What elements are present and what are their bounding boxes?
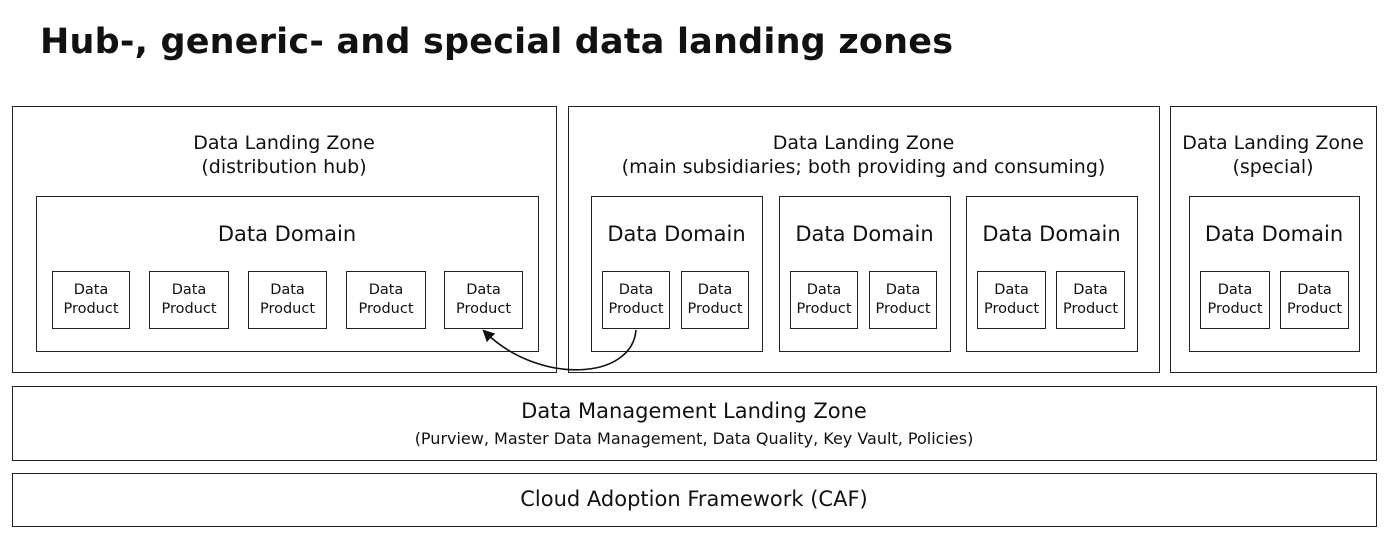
- data-product: Data Product: [1280, 271, 1349, 329]
- product-label-line2: Product: [358, 301, 414, 317]
- product-label-line2: Product: [1286, 301, 1343, 317]
- landing-zone-special: Data Landing Zone (special) Data Domain …: [1170, 106, 1377, 373]
- data-management-landing-zone: Data Management Landing Zone (Purview, M…: [12, 386, 1377, 461]
- flow-arrow-path: [482, 329, 637, 371]
- management-subtitle: (Purview, Master Data Management, Data Q…: [414, 429, 974, 448]
- data-domain-main-2: Data Domain Data Product Data Product: [779, 196, 951, 352]
- data-product: Data Product: [869, 271, 937, 329]
- product-label-line2: Product: [259, 301, 316, 317]
- data-product: Data Product: [149, 271, 229, 329]
- product-label-line1: Data: [73, 282, 109, 298]
- product-label-line2: Product: [875, 301, 931, 317]
- zone-main-heading: Data Landing Zone (main subsidiaries; bo…: [569, 131, 1158, 179]
- page-title: Hub-, generic- and special data landing …: [40, 22, 954, 62]
- zone-special-heading: Data Landing Zone (special): [1171, 131, 1375, 179]
- product-label-line1: Data: [618, 282, 654, 298]
- zone-hub-heading: Data Landing Zone (distribution hub): [13, 131, 555, 179]
- product-label-line2: Product: [1062, 301, 1119, 317]
- data-product: Data Product: [790, 271, 858, 329]
- domain-title: Data Domain: [607, 222, 746, 246]
- data-product-source: Data Product: [602, 271, 670, 329]
- landing-zone-hub: Data Landing Zone (distribution hub) Dat…: [12, 106, 557, 373]
- data-product: Data Product: [52, 271, 130, 329]
- management-title: Data Management Landing Zone: [521, 399, 867, 423]
- product-label-line1: Data: [1297, 282, 1332, 298]
- product-label-line2: Product: [687, 301, 743, 317]
- product-label-line2: Product: [983, 301, 1040, 317]
- product-label-line1: Data: [994, 282, 1029, 298]
- data-domain-special: Data Domain Data Product Data Product: [1189, 196, 1360, 352]
- product-label-line2: Product: [796, 301, 852, 317]
- data-product: Data Product: [977, 271, 1046, 329]
- product-label-line1: Data: [466, 282, 501, 298]
- cloud-adoption-framework: Cloud Adoption Framework (CAF): [12, 473, 1377, 527]
- domain-title: Data Domain: [982, 222, 1121, 246]
- product-label-line2: Product: [608, 301, 664, 317]
- product-label-line1: Data: [368, 282, 404, 298]
- domain-title: Data Domain: [1204, 222, 1344, 246]
- product-label-line1: Data: [806, 282, 842, 298]
- data-product: Data Product: [1056, 271, 1125, 329]
- data-product: Data Product: [681, 271, 749, 329]
- product-label-line1: Data: [1073, 282, 1108, 298]
- data-domain-main-3: Data Domain Data Product Data Product: [966, 196, 1138, 352]
- product-label-line1: Data: [885, 282, 921, 298]
- data-domain-hub: Data Domain Data Product Data Product Da…: [36, 196, 539, 352]
- product-label-line2: Product: [455, 301, 512, 317]
- zone-main-subtitle: (main subsidiaries; both providing and c…: [621, 156, 1106, 178]
- landing-zone-main: Data Landing Zone (main subsidiaries; bo…: [568, 106, 1160, 373]
- product-label-line1: Data: [1217, 282, 1253, 298]
- product-label-line1: Data: [697, 282, 733, 298]
- data-product-hub-target: Data Product: [444, 271, 523, 329]
- data-domain-main-1: Data Domain Data Product Data Product: [591, 196, 763, 352]
- product-label-line1: Data: [270, 282, 305, 298]
- zone-main-title: Data Landing Zone: [772, 132, 955, 154]
- domain-title: Data Domain: [217, 222, 357, 246]
- zone-hub-title: Data Landing Zone: [193, 132, 375, 154]
- data-product: Data Product: [346, 271, 426, 329]
- zone-special-title: Data Landing Zone: [1182, 132, 1364, 154]
- data-product: Data Product: [1200, 271, 1270, 329]
- zone-hub-subtitle: (distribution hub): [201, 156, 367, 178]
- zone-special-subtitle: (special): [1232, 156, 1314, 178]
- product-label-line2: Product: [161, 301, 217, 317]
- domain-title: Data Domain: [795, 222, 934, 246]
- product-label-line2: Product: [1207, 301, 1263, 317]
- product-label-line1: Data: [171, 282, 207, 298]
- product-label-line2: Product: [63, 301, 119, 317]
- data-product: Data Product: [248, 271, 327, 329]
- caf-title: Cloud Adoption Framework (CAF): [520, 487, 868, 511]
